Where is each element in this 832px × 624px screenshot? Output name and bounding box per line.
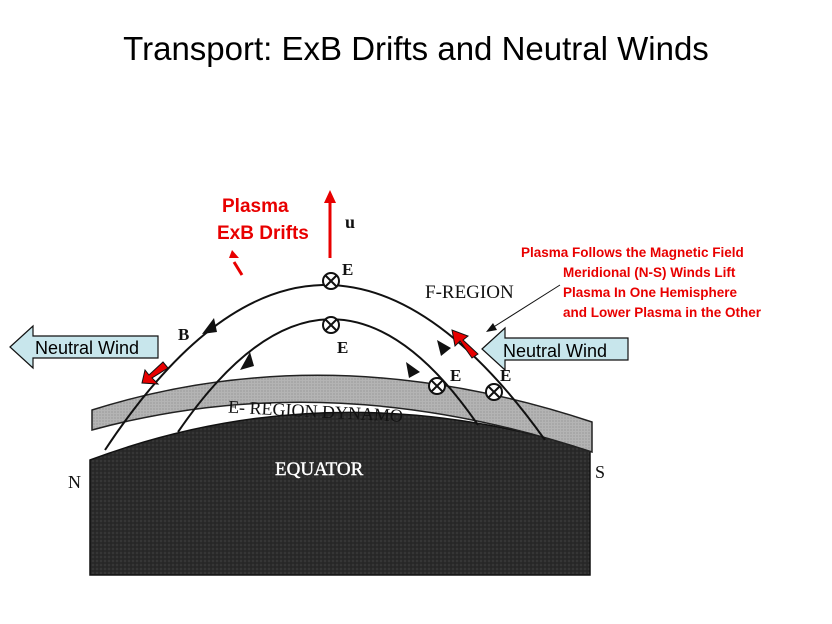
label-e-right2: E xyxy=(500,366,511,385)
label-north: N xyxy=(68,472,81,492)
outer-field-line xyxy=(104,284,546,451)
plasma-label-line1: Plasma xyxy=(222,196,289,217)
label-f-region: F-REGION xyxy=(425,282,514,303)
label-e-inner: E xyxy=(337,338,348,357)
label-south: S xyxy=(595,462,605,482)
drift-diagonal-arrow xyxy=(229,250,244,276)
plasma-down-arrow-left xyxy=(141,361,169,385)
label-e-top: E xyxy=(342,260,353,279)
annotation-line1: Meridional (N-S) Winds Lift xyxy=(563,265,736,280)
annotation-pointer-arrow xyxy=(486,284,561,332)
field-arrowhead-inner-right xyxy=(406,362,420,378)
field-arrowhead-inner-left xyxy=(240,352,254,370)
label-e-right1: E xyxy=(450,366,461,385)
field-arrowhead-outer-right xyxy=(437,340,451,356)
annotation-line3: and Lower Plasma in the Other xyxy=(563,305,762,320)
field-arrowhead-b xyxy=(202,318,217,334)
label-b: B xyxy=(178,325,189,344)
e-field-marker-inner xyxy=(322,316,340,334)
label-u: u xyxy=(345,212,355,232)
u-upward-arrow xyxy=(324,190,336,258)
annotation-heading: Plasma Follows the Magnetic Field xyxy=(521,245,744,260)
neutral-wind-label-right: Neutral Wind xyxy=(503,341,607,361)
label-equator: EQUATOR xyxy=(275,459,364,480)
page-title: Transport: ExB Drifts and Neutral Winds xyxy=(123,30,709,67)
earth-surface xyxy=(89,411,591,576)
plasma-label-line2: ExB Drifts xyxy=(217,223,309,244)
annotation-line2: Plasma In One Hemisphere xyxy=(563,285,738,300)
e-field-marker-top xyxy=(322,272,340,290)
neutral-wind-arrow-right xyxy=(481,326,629,372)
neutral-wind-label-left: Neutral Wind xyxy=(35,338,139,358)
e-field-marker-right1 xyxy=(428,377,446,395)
plasma-up-arrow-right xyxy=(451,329,479,359)
neutral-wind-arrow-left xyxy=(9,324,159,370)
e-field-marker-right2 xyxy=(485,383,503,401)
e-region-layer xyxy=(91,374,593,454)
